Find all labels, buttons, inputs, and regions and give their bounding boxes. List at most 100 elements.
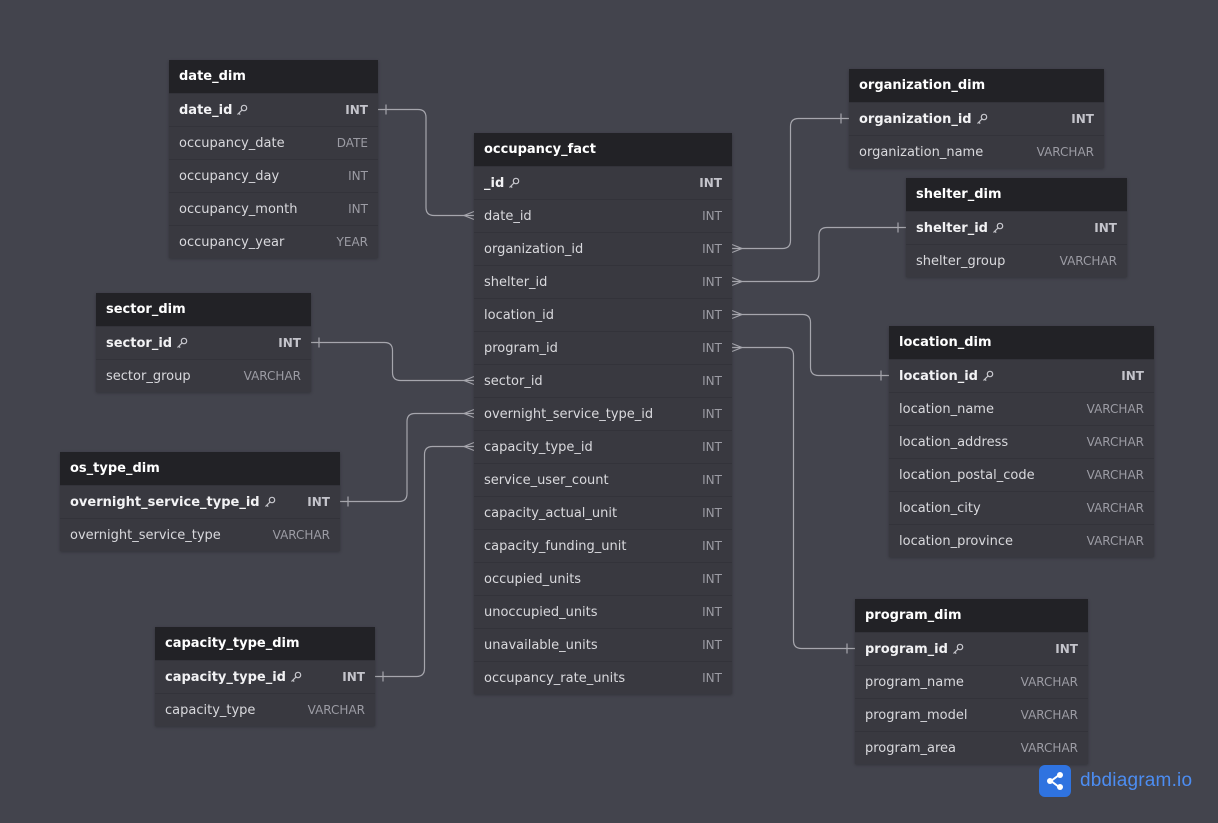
column-name: date_id [179,103,248,118]
table-column-row[interactable]: capacity_type VARCHAR [155,693,375,726]
column-type: INT [348,202,368,216]
table-column-row[interactable]: overnight_service_type_id INT [474,397,732,430]
column-name: capacity_type_id [484,440,593,455]
column-type: INT [702,539,722,553]
column-name-text: program_model [865,707,968,723]
table-header[interactable]: shelter_dim [906,178,1127,211]
table-column-row[interactable]: date_id INT [169,93,378,126]
column-name: location_postal_code [899,468,1035,483]
table-column-row[interactable]: overnight_service_type VARCHAR [60,518,340,551]
column-type: INT [345,103,368,117]
many-cardinality-mark [731,309,743,320]
dbdiagram-brand[interactable]: dbdiagram.io [1039,765,1192,797]
column-type: INT [702,572,722,586]
table-header[interactable]: program_dim [855,599,1088,632]
column-name-text: occupancy_day [179,168,280,184]
column-type: INT [1094,221,1117,235]
column-name-text: overnight_service_type [70,527,221,543]
column-type: VARCHAR [1086,501,1144,515]
column-name: overnight_service_type_id [484,407,653,422]
column-name-text: sector_id [484,373,543,389]
column-name: organization_id [859,112,988,127]
table-column-row[interactable]: program_model VARCHAR [855,698,1088,731]
table-header[interactable]: capacity_type_dim [155,627,375,660]
column-type: VARCHAR [1020,708,1078,722]
column-type: INT [702,407,722,421]
column-type: VARCHAR [307,703,365,717]
column-type: INT [1121,369,1144,383]
column-name-text: location_name [899,401,994,417]
column-type: INT [702,308,722,322]
many-cardinality-mark [463,408,475,419]
primary-key-icon [176,337,188,349]
table-header[interactable]: os_type_dim [60,452,340,485]
column-name: shelter_id [484,275,547,290]
column-type: INT [702,671,722,685]
table-header[interactable]: occupancy_fact [474,133,732,166]
column-name: shelter_group [916,254,1005,269]
table-header[interactable]: sector_dim [96,293,311,326]
column-name: occupancy_day [179,169,279,184]
table-column-row[interactable]: occupancy_rate_units INT [474,661,732,694]
relationship-line [378,108,474,217]
primary-key-icon [264,496,276,508]
column-name: _id [484,176,520,191]
column-name-text: capacity_type [165,702,256,718]
table-header[interactable]: organization_dim [849,69,1104,102]
column-name-text: location_address [899,434,1009,450]
column-type: DATE [336,136,368,150]
column-type: VARCHAR [272,528,330,542]
primary-key-icon [236,104,248,116]
column-name: occupancy_rate_units [484,671,625,686]
column-name: location_address [899,435,1008,450]
table-header[interactable]: date_dim [169,60,378,93]
table-header[interactable]: location_dim [889,326,1154,359]
column-type: INT [307,495,330,509]
